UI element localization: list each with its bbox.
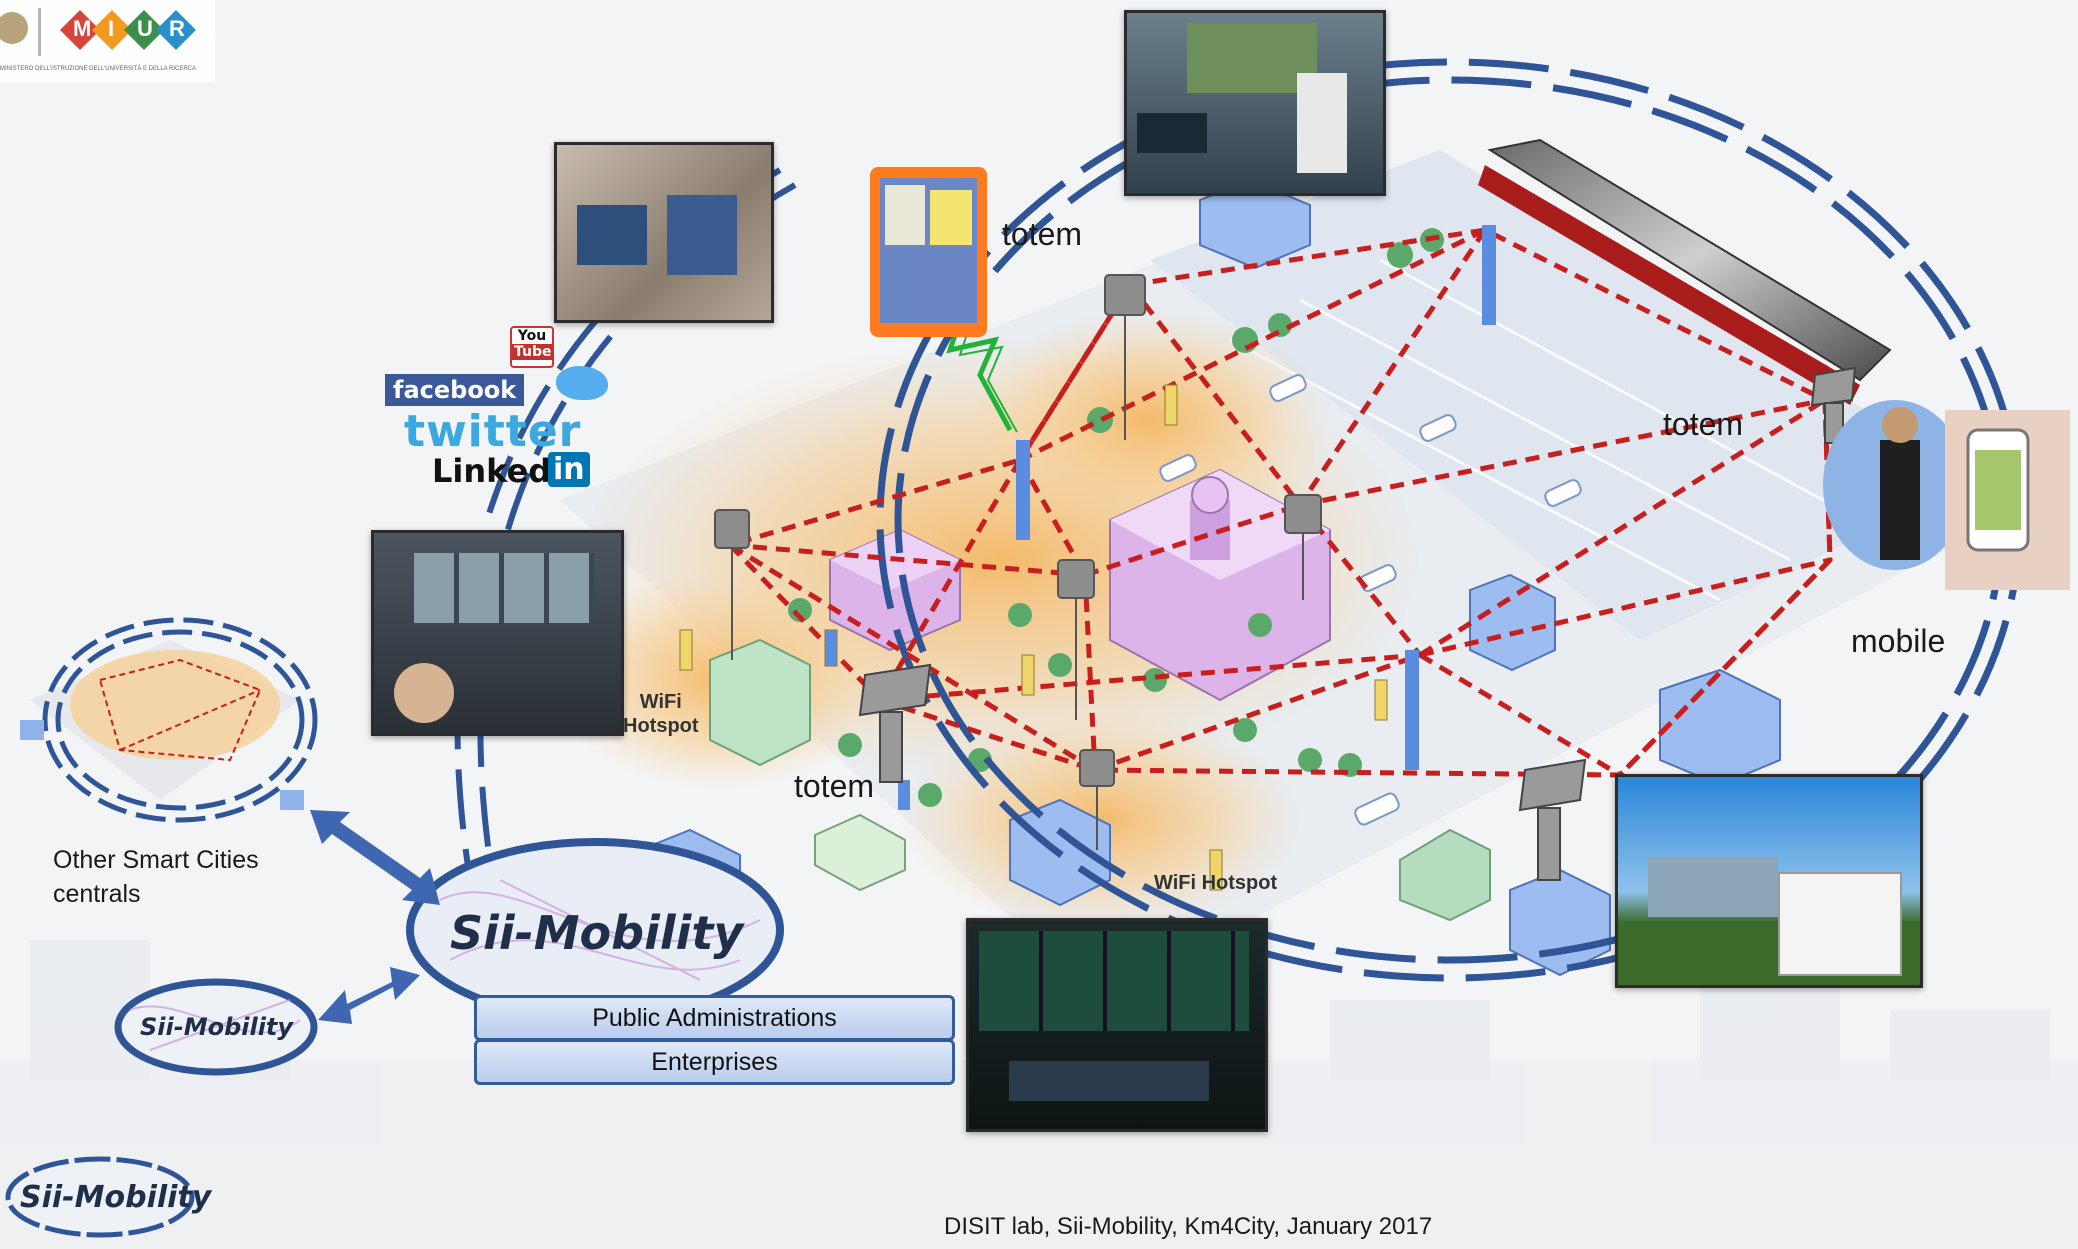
totem-kiosks — [858, 366, 1857, 881]
truck — [814, 813, 906, 892]
other-smart-cities-label: Other Smart Cities centrals — [53, 846, 259, 908]
sii-mobility-corner-logo: Sii-Mobility — [20, 1180, 212, 1215]
ministry-text: MINISTERO DELL'ISTRUZIONE DELL'UNIVERSIT… — [0, 66, 197, 72]
mobile-user-illustration — [1823, 400, 1967, 570]
building-purple-cathedral — [1109, 468, 1331, 702]
control-room-photo — [1124, 10, 1386, 196]
building-green — [709, 638, 811, 767]
linkedin-logo-text: Linked — [432, 452, 552, 490]
cars — [1159, 374, 1582, 826]
corner-logo-ellipse — [5, 1156, 195, 1238]
mobile-label: mobile — [1851, 623, 1946, 659]
sii-mobility-main-ellipse — [406, 838, 784, 1022]
miur-letter-u: U — [137, 16, 153, 41]
footer-caption: DISIT lab, Sii-Mobility, Km4City, Januar… — [944, 1213, 1433, 1240]
building-green-kiosk — [1399, 828, 1491, 922]
traffic-control-room-photo — [371, 530, 624, 736]
twitter-logo: twitter — [404, 406, 582, 457]
operations-center-photo — [966, 918, 1268, 1132]
linkedin-in-badge: in — [548, 452, 590, 487]
train — [1478, 138, 1892, 405]
phone-photo-bg — [1945, 410, 2070, 590]
disit-lab-building-photo — [1615, 774, 1923, 988]
miur-letter-m: M — [73, 16, 92, 41]
miur-logo — [0, 0, 215, 82]
sii-mobility-small-ellipse — [114, 978, 318, 1076]
blue-poles — [898, 225, 1496, 810]
miur-letter-r: R — [169, 16, 185, 41]
wifi-hotspot-label-bottom: WiFi Hotspot — [1154, 872, 1278, 894]
totem-label-top: totem — [1002, 216, 1083, 252]
bidirectional-arrow-small — [318, 967, 420, 1024]
facebook-logo: facebook — [385, 374, 525, 406]
youtube-logo: You Tube — [510, 326, 554, 368]
totem-label-center: totem — [794, 768, 875, 804]
public-administrations-box: Public Administrations — [474, 995, 955, 1041]
youtube-you-text: You — [517, 328, 547, 344]
youtube-tube-text: Tube — [512, 344, 554, 360]
bidirectional-arrow-cities — [310, 810, 440, 905]
people — [679, 384, 1388, 891]
tablet-device — [870, 167, 987, 337]
miur-letter-i: I — [108, 16, 115, 41]
sii-mobility-small-text: Sii-Mobility — [140, 1013, 294, 1041]
police-operators-photo — [554, 142, 774, 323]
parking-lot — [1150, 150, 1980, 640]
totem-label-right: totem — [1663, 406, 1744, 442]
wifi-hotspot-label-left: WiFi Hotspot — [623, 691, 699, 737]
enterprises-box: Enterprises — [474, 1039, 955, 1085]
wifi-antennas — [714, 274, 1322, 850]
twitter-bird-icon — [556, 366, 608, 400]
sii-mobility-main-text: Sii-Mobility — [450, 906, 744, 960]
other-smart-cities-mini-map — [20, 617, 318, 823]
